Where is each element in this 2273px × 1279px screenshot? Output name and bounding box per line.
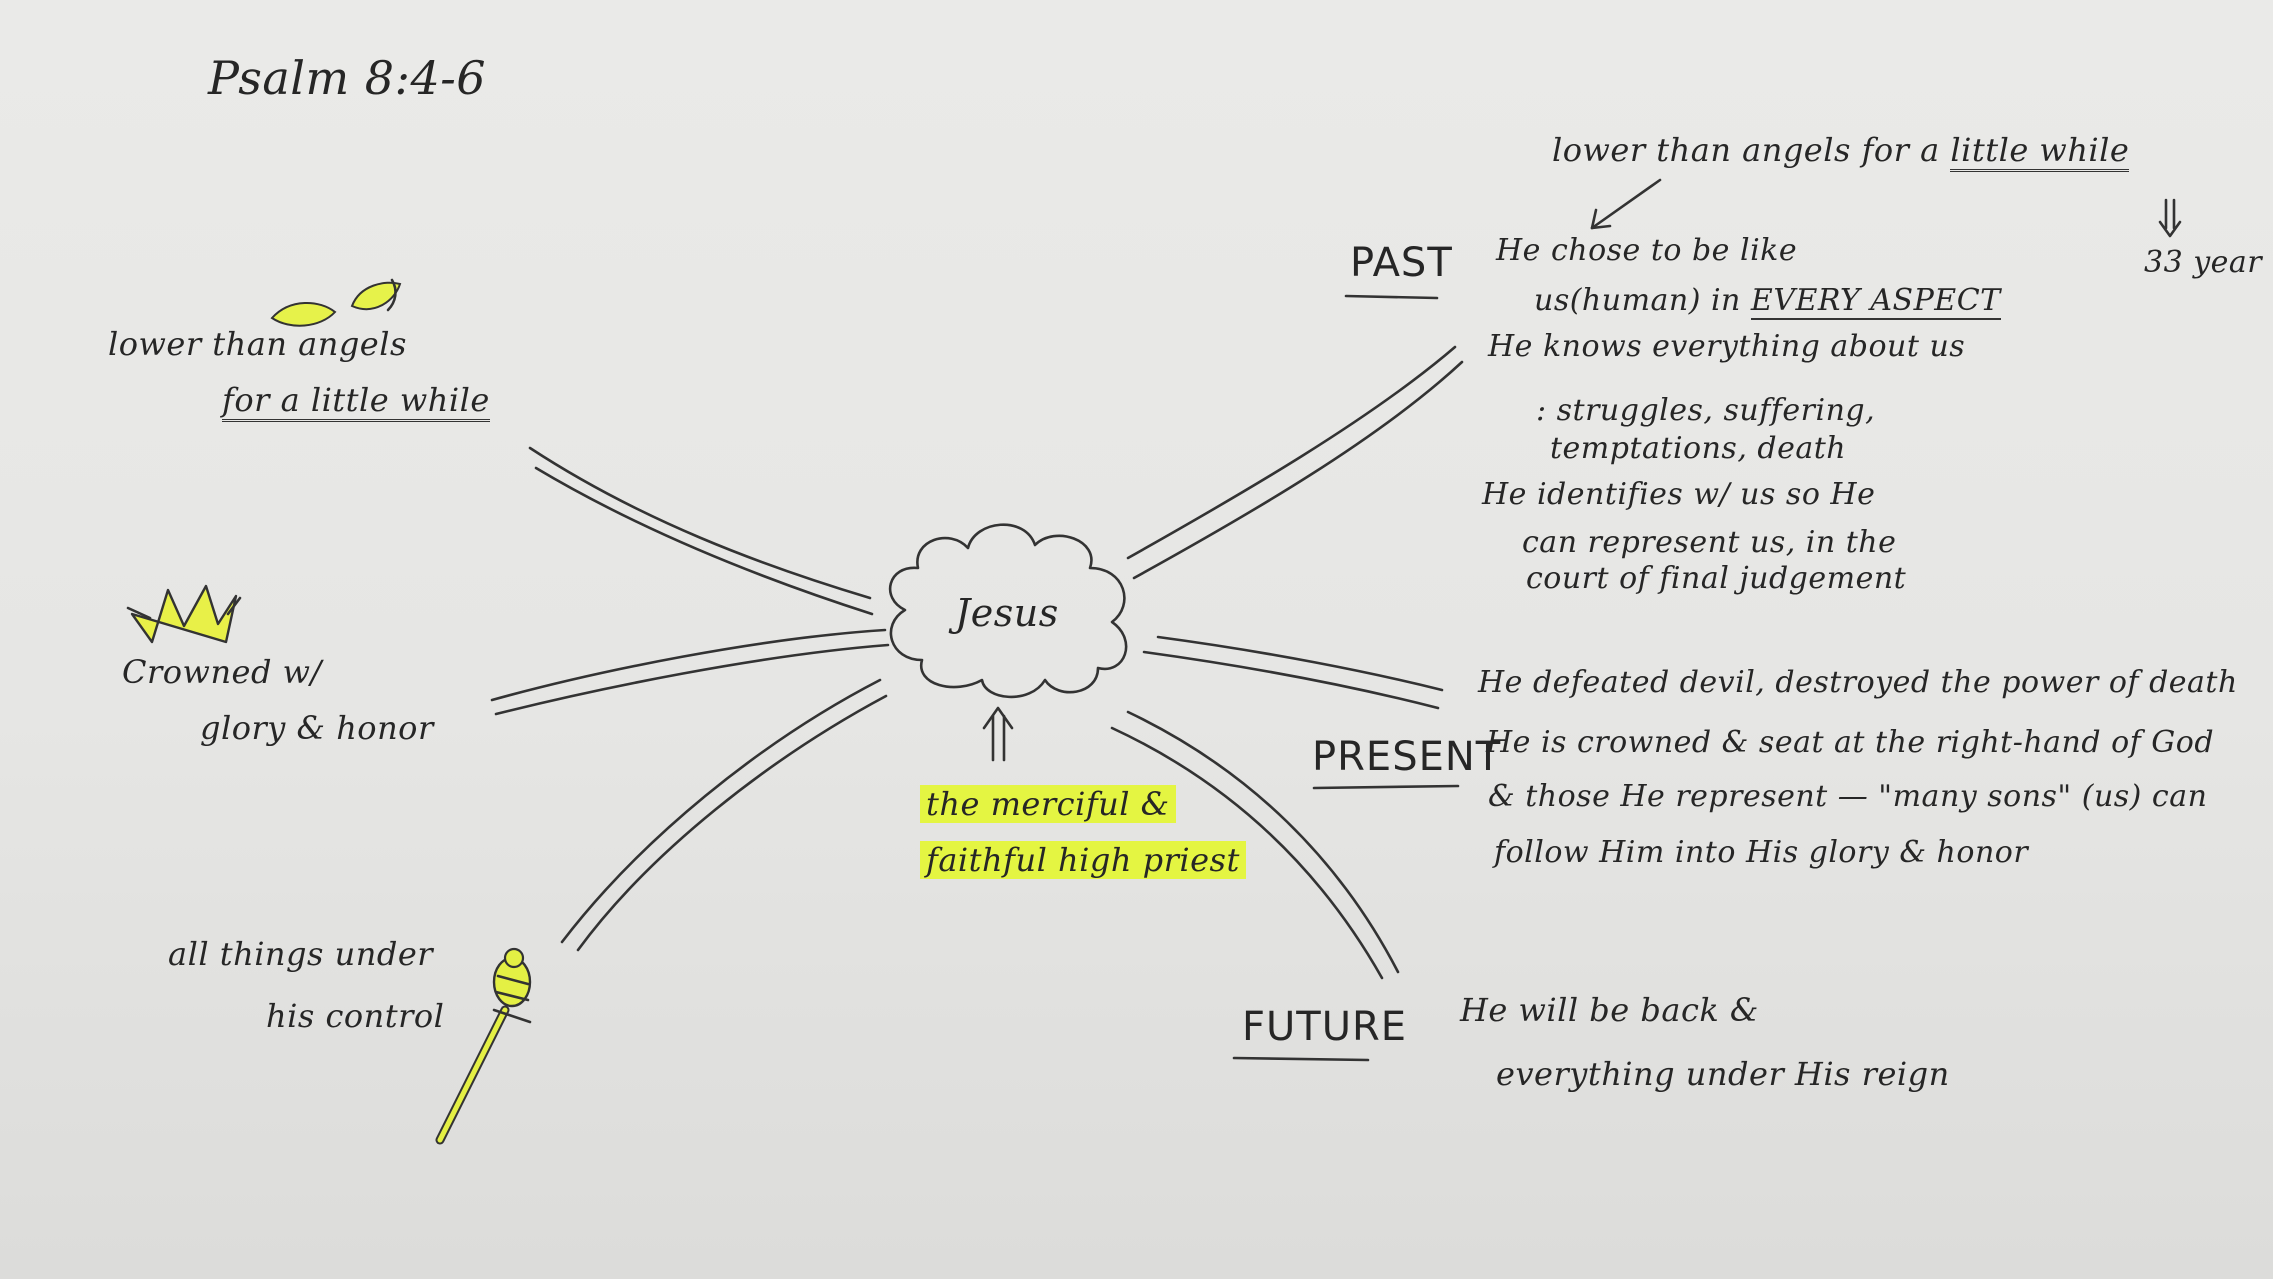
up-arrow-icon: [982, 706, 1014, 762]
years-label: 33 year: [2144, 245, 2263, 280]
center-caption-line1: the merciful &: [920, 785, 1176, 823]
past-line8: court of final judgement: [1526, 561, 1907, 596]
past-line5: temptations, death: [1550, 431, 1847, 466]
future-line2: everything under His reign: [1496, 1055, 1950, 1093]
present-label: PRESENT: [1312, 734, 1502, 780]
future-line1: He will be back &: [1460, 991, 1759, 1029]
present-line1: He defeated devil, destroyed the power o…: [1478, 665, 2238, 700]
crown-icon: [126, 584, 242, 644]
control-line2: his control: [266, 997, 445, 1035]
present-line2: He is crowned & seat at the right-hand o…: [1486, 725, 2215, 760]
past-line3: He knows everything about us: [1488, 329, 1966, 364]
future-label: FUTURE: [1242, 1004, 1408, 1050]
center-caption-line2: faithful high priest: [920, 841, 1246, 879]
present-line3: & those He represent — "many sons" (us) …: [1488, 779, 2208, 814]
present-line4: follow Him into His glory & honor: [1494, 835, 2029, 870]
crown-line2: glory & honor: [200, 709, 434, 747]
angels-line2: for a little while: [222, 381, 490, 422]
cloud-icon: [888, 523, 1128, 699]
past-line6: He identifies w/ us so He: [1482, 477, 1876, 512]
angels-line1: lower than angels: [108, 325, 407, 363]
past-label: PAST: [1350, 240, 1453, 286]
scepter-icon: [435, 947, 532, 1145]
center-label: Jesus: [955, 591, 1059, 635]
wings-icon: [270, 278, 402, 327]
crown-line1: Crowned w/: [122, 653, 322, 691]
page-title: Psalm 8:4-6: [208, 51, 487, 105]
past-line2: us(human) in EVERY ASPECT: [1534, 283, 2001, 320]
past-line4: : struggles, suffering,: [1536, 393, 1876, 428]
past-line7: can represent us, in the: [1522, 525, 1897, 560]
past-line1: He chose to be like: [1496, 233, 1798, 268]
control-line1: all things under: [168, 935, 434, 973]
top-right-quote: lower than angels for a little while: [1552, 131, 2130, 172]
